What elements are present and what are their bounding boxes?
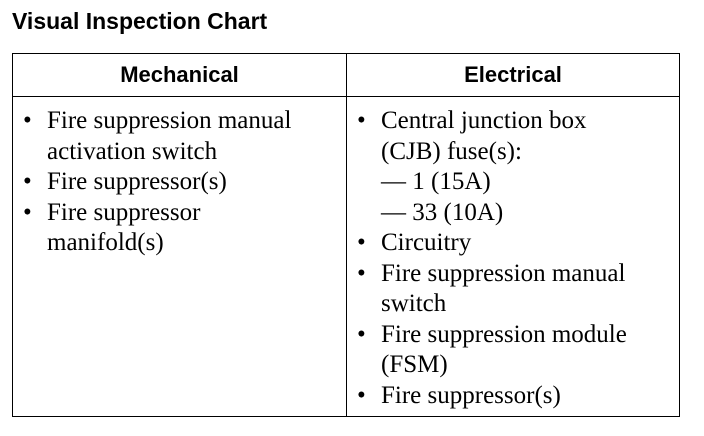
bullet-icon: • bbox=[23, 168, 32, 195]
list-item: • Circuitry bbox=[347, 228, 679, 259]
mechanical-header: Mechanical bbox=[12, 53, 347, 97]
electrical-header: Electrical bbox=[346, 53, 680, 97]
content-row: • Fire suppression manual activation swi… bbox=[12, 96, 680, 417]
mechanical-cell: • Fire suppression manual activation swi… bbox=[12, 96, 347, 417]
electrical-cell: • Central junction box (CJB) fuse(s): — … bbox=[346, 96, 680, 417]
list-item-text: (CJB) fuse(s): bbox=[381, 137, 522, 165]
bullet-icon: • bbox=[357, 259, 366, 287]
list-item: • Fire suppressor manifold(s) bbox=[13, 198, 346, 259]
list-item: • Fire suppression manual activation swi… bbox=[13, 106, 346, 167]
fuse-sub-item: — 33 (10A) bbox=[381, 198, 504, 226]
list-item-text: Fire suppressor bbox=[47, 198, 201, 226]
list-item: • Central junction box (CJB) fuse(s): — … bbox=[347, 106, 679, 228]
bullet-icon: • bbox=[357, 381, 366, 409]
mechanical-list: • Fire suppression manual activation swi… bbox=[13, 97, 346, 259]
list-item-text: switch bbox=[381, 290, 447, 317]
electrical-list: • Central junction box (CJB) fuse(s): — … bbox=[347, 97, 679, 411]
list-item-text: Fire suppressor(s) bbox=[381, 381, 561, 409]
list-item-text: Central junction box bbox=[381, 107, 587, 134]
list-item: • Fire suppression module (FSM) bbox=[347, 320, 679, 381]
list-item-text: manifold(s) bbox=[47, 229, 164, 256]
list-item: • Fire suppressor(s) bbox=[13, 167, 346, 198]
list-item: • Fire suppressor(s) bbox=[347, 381, 679, 412]
list-item: • Fire suppression manual switch bbox=[347, 259, 679, 320]
bullet-icon: • bbox=[23, 107, 32, 134]
fuse-sub-item: — 1 (15A) bbox=[381, 168, 491, 195]
list-item-text: (FSM) bbox=[381, 351, 448, 378]
list-item-text: Fire suppression module bbox=[381, 320, 627, 348]
list-item-text: Circuitry bbox=[381, 229, 472, 256]
bullet-icon: • bbox=[357, 107, 366, 134]
list-item-text: Fire suppressor(s) bbox=[47, 168, 227, 195]
bullet-icon: • bbox=[23, 198, 32, 226]
list-item-text: activation switch bbox=[47, 137, 218, 165]
header-row: Mechanical Electrical bbox=[12, 53, 680, 97]
list-item-text: Fire suppression manual bbox=[47, 107, 292, 134]
visual-inspection-table: Mechanical Electrical • Fire suppression… bbox=[12, 53, 680, 417]
document-title: Visual Inspection Chart bbox=[12, 8, 268, 34]
bullet-icon: • bbox=[357, 320, 366, 348]
list-item-text: Fire suppression manual bbox=[381, 259, 626, 287]
bullet-icon: • bbox=[357, 229, 366, 256]
